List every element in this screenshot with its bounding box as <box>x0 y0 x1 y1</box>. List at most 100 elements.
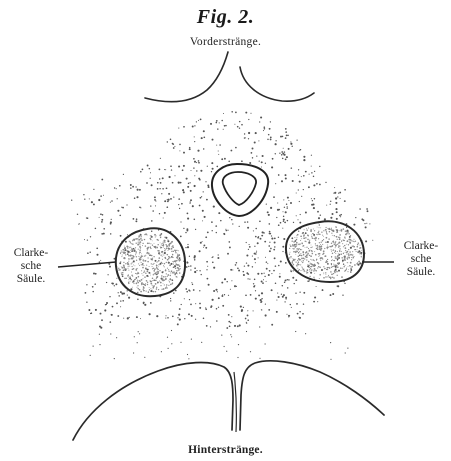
nucleus-dot <box>160 285 161 286</box>
stipple-dot <box>154 270 155 271</box>
stipple-dot <box>218 254 219 255</box>
stipple-dot <box>217 291 218 292</box>
nucleus-dot <box>328 275 329 276</box>
stipple-dot <box>344 189 346 191</box>
nucleus-dot <box>323 272 324 273</box>
nucleus-dot <box>341 257 342 258</box>
nucleus-dot <box>179 254 180 255</box>
nucleus-dot <box>168 271 169 272</box>
nucleus-dot <box>319 247 320 248</box>
stipple-dot <box>133 248 135 250</box>
nucleus-dot <box>153 291 155 293</box>
stipple-dot <box>337 285 339 287</box>
stipple-dot <box>120 291 122 293</box>
stipple-dot <box>183 152 185 154</box>
nucleus-dot <box>141 259 142 260</box>
stipple-dot <box>78 224 79 225</box>
stipple-dot <box>244 133 245 134</box>
stipple-dot <box>324 218 326 220</box>
stipple-dot <box>263 232 265 234</box>
stipple-dot <box>291 167 293 169</box>
stipple-dot <box>298 189 299 190</box>
stipple-dot <box>341 276 342 277</box>
stipple-dot <box>205 247 207 249</box>
stipple-dot <box>223 113 224 114</box>
nucleus-dot <box>306 259 307 260</box>
nucleus-dot <box>361 250 362 251</box>
nucleus-dot <box>298 264 300 266</box>
stipple-dot <box>226 327 228 329</box>
nucleus-dot <box>169 281 170 282</box>
stipple-dot <box>206 199 208 201</box>
nucleus-dot <box>120 261 121 262</box>
nucleus-dot <box>309 240 310 241</box>
stipple-dot <box>301 196 302 197</box>
nucleus-dot <box>142 289 143 290</box>
nucleus-dot <box>289 257 290 258</box>
stipple-dot <box>171 330 172 331</box>
stipple-dot <box>91 201 93 203</box>
nucleus-dot <box>348 269 349 270</box>
stipple-dot <box>183 191 185 193</box>
nucleus-dot <box>311 259 312 260</box>
stipple-dot <box>278 265 280 267</box>
nucleus-dot <box>336 265 338 267</box>
nucleus-dot <box>175 268 176 269</box>
nucleus-dot <box>147 276 148 277</box>
nucleus-dot <box>335 256 336 257</box>
stipple-dot <box>313 301 315 303</box>
stipple-dot <box>340 216 341 217</box>
nucleus-dot <box>297 234 299 236</box>
stipple-dot <box>247 319 249 321</box>
stipple-dot <box>252 157 253 158</box>
nucleus-dot <box>140 248 141 249</box>
stipple-dot <box>196 270 197 271</box>
nucleus-dot <box>302 269 304 271</box>
nucleus-dot <box>342 261 343 262</box>
stipple-dot <box>296 303 298 305</box>
nucleus-dot <box>335 257 336 258</box>
nucleus-dot <box>157 261 158 262</box>
nucleus-dot <box>155 291 157 293</box>
stipple-dot <box>266 204 267 205</box>
nucleus-dot <box>337 263 339 265</box>
nucleus-dot <box>176 250 177 251</box>
nucleus-dot <box>347 258 348 259</box>
nucleus-dot <box>163 254 164 255</box>
stipple-dot <box>266 261 268 263</box>
nucleus-dot <box>321 242 322 243</box>
nucleus-dot <box>345 258 346 259</box>
stipple-dot <box>167 200 169 202</box>
stipple-dot <box>224 125 226 127</box>
nucleus-dot <box>347 271 348 272</box>
stipple-dot <box>239 324 241 326</box>
stipple-dot <box>191 339 192 340</box>
stipple-dot <box>133 352 134 353</box>
nucleus-dot <box>349 251 351 253</box>
nucleus-dot <box>168 261 169 262</box>
nucleus-dot <box>308 248 309 249</box>
nucleus-dot <box>165 276 166 277</box>
stipple-dot <box>189 148 191 150</box>
stipple-dot <box>337 260 338 261</box>
stipple-dot <box>218 150 219 151</box>
nucleus-dot <box>334 264 336 266</box>
nucleus-dot <box>161 278 162 279</box>
stipple-dot <box>112 283 114 285</box>
nucleus-dot <box>331 264 332 265</box>
stipple-dot <box>285 262 287 264</box>
nucleus-dot <box>151 255 153 257</box>
stipple-dot <box>258 294 260 296</box>
stipple-dot <box>85 292 87 294</box>
nucleus-dot <box>353 241 354 242</box>
stipple-dot <box>290 202 292 204</box>
nucleus-dot <box>300 240 301 241</box>
stipple-dot <box>249 162 251 164</box>
nucleus-dot <box>347 257 348 258</box>
nucleus-dot <box>312 269 313 270</box>
nucleus-dot <box>127 263 129 265</box>
stipple-dot <box>302 313 304 315</box>
nucleus-dot <box>123 267 125 269</box>
nucleus-dot <box>169 257 170 258</box>
